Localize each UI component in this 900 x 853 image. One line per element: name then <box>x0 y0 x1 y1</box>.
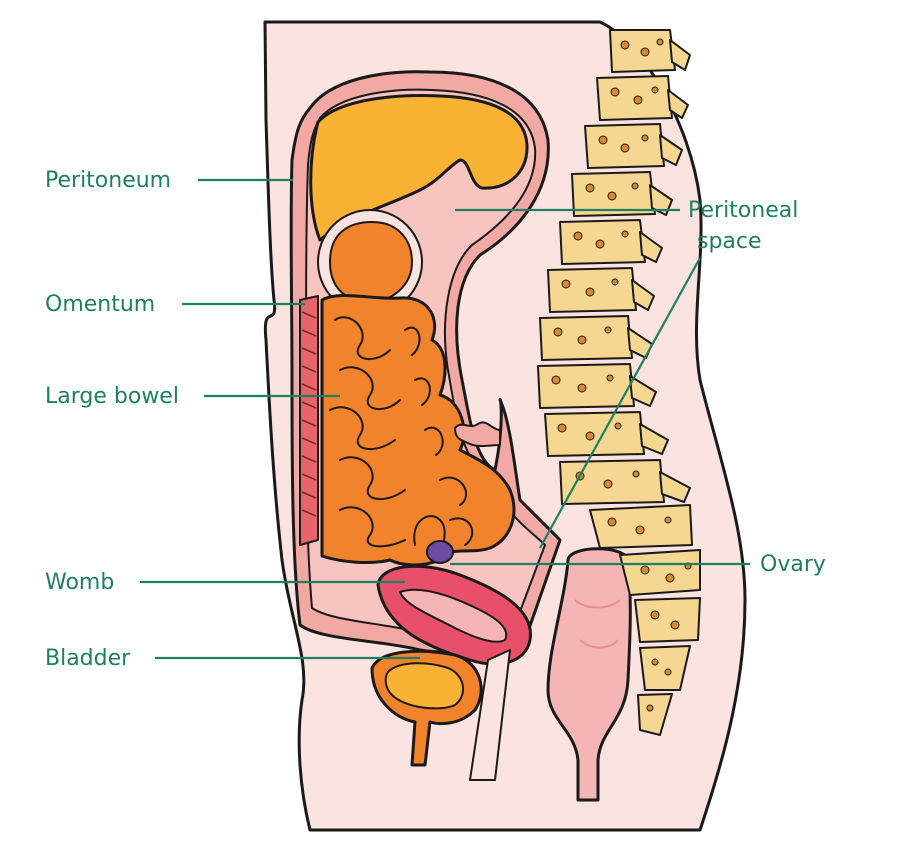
womb <box>376 564 532 666</box>
label-large-bowel: Large bowel <box>45 384 179 409</box>
label-womb: Womb <box>45 570 114 595</box>
omentum <box>299 295 319 546</box>
label-bladder: Bladder <box>45 646 131 671</box>
liver <box>309 94 529 242</box>
label-peritoneum: Peritoneum <box>45 168 171 193</box>
ovary <box>426 540 454 564</box>
label-omentum: Omentum <box>45 292 155 317</box>
large-bowel <box>320 294 516 567</box>
leader-lines <box>140 178 750 660</box>
label-ovary: Ovary <box>760 552 826 577</box>
label-peritoneal-space-line2: space <box>697 229 762 254</box>
omentum-hatching <box>301 311 317 517</box>
bladder <box>370 649 483 767</box>
vagina <box>469 649 511 781</box>
leader-peritoneal-space-pelvis <box>539 257 701 549</box>
mesentery <box>454 421 501 448</box>
label-peritoneal-space-line1: Peritoneal <box>688 198 798 223</box>
spine <box>537 29 701 736</box>
